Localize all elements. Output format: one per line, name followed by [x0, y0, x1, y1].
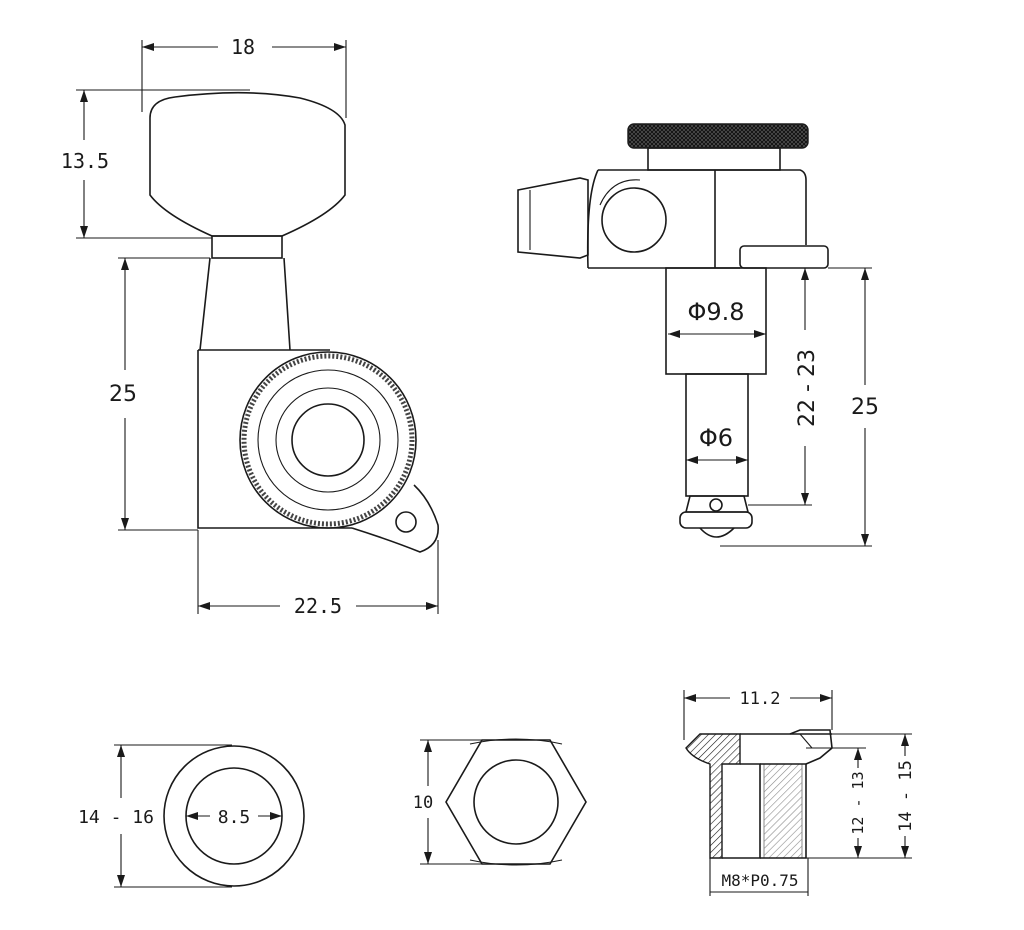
dim-thread-spec: M8*P0.75	[721, 871, 798, 890]
washer-view: 8.5 14 - 16	[78, 744, 305, 888]
dim-nut-width: 10	[413, 793, 433, 813]
side-flange	[739, 245, 829, 269]
gear-hub-ring	[275, 387, 381, 493]
side-button-stub	[517, 177, 589, 259]
dim-bushing-outer-height: 14 - 15	[896, 760, 916, 832]
washer-outer-circle	[163, 745, 305, 887]
shaft-tip	[679, 511, 753, 529]
dim-shaft-small: Φ6	[699, 424, 733, 452]
gear-outer-ring	[239, 351, 417, 529]
hex-nut-hole	[473, 759, 559, 845]
dim-bushing-inner-height: 12 - 13	[849, 771, 867, 834]
gear-knurl-ring	[241, 353, 415, 527]
dim-washer-outer: 14 - 16	[78, 807, 154, 828]
side-housing-top	[598, 169, 807, 245]
dim-side-height: 25	[851, 395, 879, 420]
string-hole	[709, 498, 723, 512]
dim-post-height: 25	[109, 382, 137, 407]
gear-inner-ring	[257, 369, 399, 511]
bushing-nut-top	[789, 729, 833, 765]
dim-button-width: 18	[231, 35, 255, 59]
screw-hole	[395, 511, 417, 533]
bushing-section-view: 11.2 12 - 13 14 - 15 M8*P0.75	[683, 689, 916, 896]
side-gear-hole	[601, 187, 667, 253]
hex-nut-view: 10	[413, 738, 587, 866]
housing-body	[197, 349, 352, 529]
dim-button-height: 13.5	[61, 149, 109, 173]
dim-post-length-range: 22 - 23	[795, 349, 820, 427]
button-collar	[211, 235, 283, 259]
dim-shaft-large: Φ9.8	[687, 298, 744, 326]
button-stem	[199, 257, 291, 351]
mounting-tab	[351, 484, 439, 553]
front-view: 18 13.5 25 22.5	[61, 35, 439, 618]
dim-washer-inner: 8.5	[218, 807, 251, 828]
hex-nut-outline	[445, 739, 587, 865]
dim-housing-width: 22.5	[294, 594, 342, 618]
cap-neck	[647, 147, 781, 171]
post-hole	[291, 403, 365, 477]
side-view: Φ9.8 Φ6 22 - 23 25	[517, 123, 879, 547]
dim-bushing-width: 11.2	[740, 689, 781, 709]
knurled-cap	[627, 123, 809, 149]
tuner-button-outline	[149, 91, 346, 237]
bushing-flange-section	[685, 733, 741, 859]
